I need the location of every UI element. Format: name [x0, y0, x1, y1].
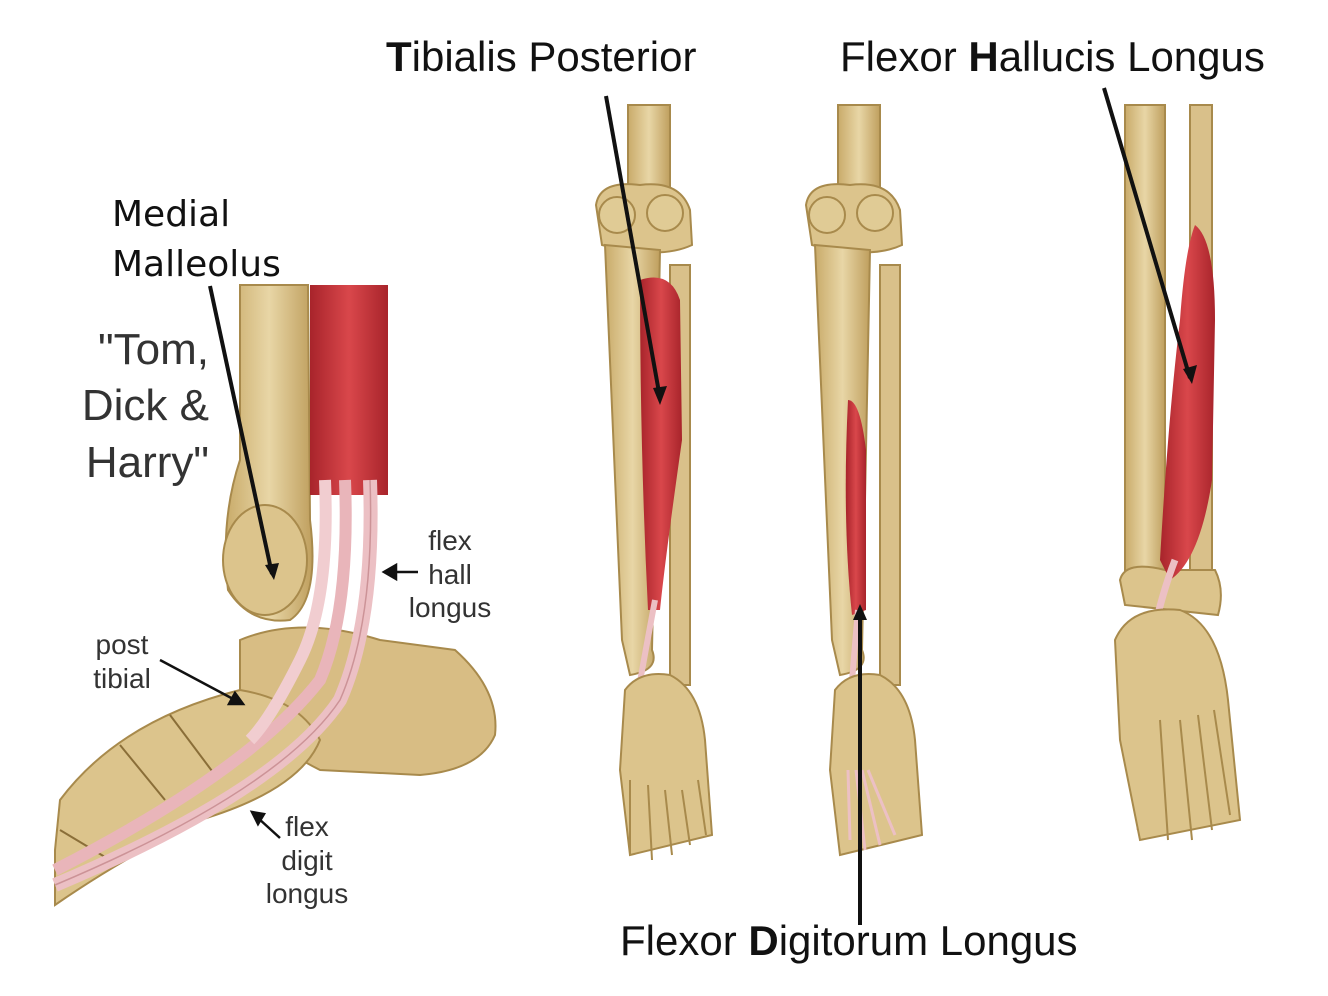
pointer-tibialis-posterior [604, 95, 662, 399]
label-flex-digit-longus: flex digit longus [265, 811, 349, 910]
flexor-hallucis-longus-muscle [1160, 225, 1215, 580]
label-mnemonic: "Tom, Dick & Harry" [81, 325, 209, 487]
flexor-digitorum-longus-muscle [845, 400, 866, 615]
tibialis-posterior-muscle [640, 277, 682, 610]
leg-tibialis-posterior [594, 104, 714, 861]
small-arrows [159, 562, 418, 839]
pointer-lines [208, 87, 1192, 925]
ankle-medial-view [52, 284, 497, 907]
muscle-belly [310, 285, 388, 495]
pointer-medial-malleolus [208, 285, 274, 575]
label-post-tibial: post tibial [93, 629, 151, 694]
medial-malleolus-bone [222, 504, 308, 616]
label-medial-malleolus: Medial Malleolus [112, 194, 281, 285]
leg-flexor-digitorum-longus [804, 104, 924, 857]
label-tibialis-posterior: Tibialis Posterior [386, 33, 697, 80]
leg-flexor-hallucis-longus [1113, 104, 1242, 842]
label-flexor-hallucis-longus: Flexor Hallucis Longus [840, 33, 1265, 80]
label-flexor-digitorum-longus: Flexor Digitorum Longus [620, 917, 1078, 964]
pointer-flexor-hallucis-longus [1102, 87, 1192, 379]
label-flex-hall-longus: flex hall longus [408, 525, 492, 624]
arrowheads [265, 365, 1197, 620]
tendon-post-tibial [245, 479, 332, 745]
tendon-flex-digit [52, 479, 352, 876]
